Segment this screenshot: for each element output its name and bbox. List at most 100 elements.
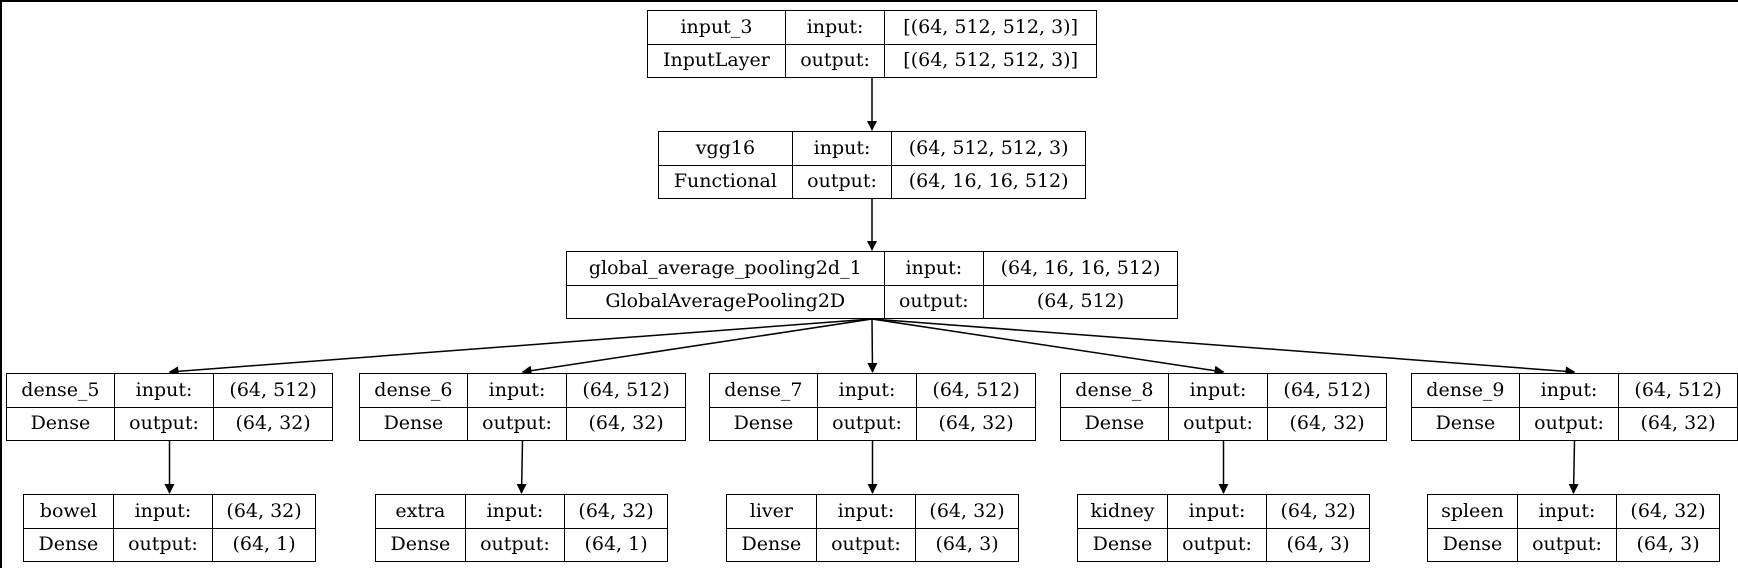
- input-label: input:: [883, 252, 985, 286]
- layer-name: dense_6: [360, 374, 468, 408]
- output-label: output:: [816, 406, 918, 440]
- layer-name: spleen: [1428, 495, 1518, 529]
- edge-gap-to-dense-7: [867, 318, 878, 373]
- edge-gap-to-dense-5: [168, 318, 873, 377]
- output-shape: (64, 32): [1618, 406, 1737, 440]
- input-label: input:: [464, 495, 566, 529]
- layer-type: Dense: [1061, 406, 1169, 440]
- edge-dense-9-to-spleen: [1568, 440, 1579, 494]
- output-label: output:: [784, 43, 886, 77]
- input-shape: (64, 512, 512, 3): [891, 132, 1085, 166]
- output-label: output:: [466, 406, 568, 440]
- input-shape: (64, 512): [213, 374, 332, 408]
- output-shape: (64, 3): [915, 527, 1018, 561]
- layer-name: input_3: [648, 11, 786, 45]
- output-shape: [(64, 512, 512, 3)]: [884, 43, 1096, 77]
- layer-type: Dense: [360, 406, 468, 440]
- edge-gap-to-dense-9: [871, 318, 1576, 377]
- output-label: output:: [1167, 406, 1269, 440]
- edge-dense-6-to-extra: [516, 440, 527, 494]
- input-shape: (64, 16, 16, 512): [983, 252, 1177, 286]
- output-label: output:: [464, 527, 566, 561]
- output-shape: (64, 512): [983, 284, 1177, 318]
- input-shape: (64, 32): [1266, 495, 1369, 529]
- input-shape: (64, 32): [1616, 495, 1719, 529]
- output-shape: (64, 32): [566, 406, 685, 440]
- input-shape: (64, 512): [566, 374, 685, 408]
- input-label: input:: [113, 374, 215, 408]
- edge-gap-to-dense-8: [871, 318, 1225, 376]
- input-shape: [(64, 512, 512, 3)]: [884, 11, 1096, 45]
- layer-name: global_average_pooling2d_1: [567, 252, 885, 286]
- output-shape: (64, 32): [916, 406, 1035, 440]
- input-shape: (64, 512): [1267, 374, 1386, 408]
- output-label: output:: [791, 164, 893, 198]
- input-label: input:: [1516, 495, 1618, 529]
- output-label: output:: [112, 527, 214, 561]
- input-shape: (64, 512): [916, 374, 1035, 408]
- layer-type: InputLayer: [648, 43, 786, 77]
- output-label: output:: [883, 284, 985, 318]
- input-label: input:: [1518, 374, 1620, 408]
- layer-type: Dense: [1078, 527, 1168, 561]
- layer-name: dense_9: [1412, 374, 1520, 408]
- output-shape: (64, 32): [1267, 406, 1386, 440]
- output-label: output:: [113, 406, 215, 440]
- layer-type: Dense: [1428, 527, 1518, 561]
- input-shape: (64, 32): [915, 495, 1018, 529]
- input-shape: (64, 32): [564, 495, 667, 529]
- input-label: input:: [791, 132, 893, 166]
- layer-name: vgg16: [659, 132, 793, 166]
- edge-gap-to-dense-6: [521, 318, 873, 376]
- layer-type: Dense: [7, 406, 115, 440]
- layer-name: liver: [727, 495, 817, 529]
- layer-type: Dense: [376, 527, 466, 561]
- output-label: output:: [1516, 527, 1618, 561]
- input-label: input:: [784, 11, 886, 45]
- output-label: output:: [815, 527, 917, 561]
- output-label: output:: [1518, 406, 1620, 440]
- input-label: input:: [816, 374, 918, 408]
- output-shape: (64, 3): [1616, 527, 1719, 561]
- layer-name: kidney: [1078, 495, 1168, 529]
- layer-type: Dense: [24, 527, 114, 561]
- input-label: input:: [815, 495, 917, 529]
- output-shape: (64, 16, 16, 512): [891, 164, 1085, 198]
- output-shape: (64, 32): [213, 406, 332, 440]
- layer-type: Dense: [1412, 406, 1520, 440]
- output-shape: (64, 1): [564, 527, 667, 561]
- layer-type: Functional: [659, 164, 793, 198]
- layer-name: bowel: [24, 495, 114, 529]
- output-label: output:: [1166, 527, 1268, 561]
- layer-type: Dense: [710, 406, 818, 440]
- layer-type: Dense: [727, 527, 817, 561]
- input-shape: (64, 512): [1618, 374, 1737, 408]
- input-label: input:: [112, 495, 214, 529]
- input-label: input:: [466, 374, 568, 408]
- input-label: input:: [1166, 495, 1268, 529]
- layer-name: extra: [376, 495, 466, 529]
- output-shape: (64, 3): [1266, 527, 1369, 561]
- layer-name: dense_8: [1061, 374, 1169, 408]
- input-shape: (64, 32): [212, 495, 315, 529]
- layer-name: dense_7: [710, 374, 818, 408]
- input-label: input:: [1167, 374, 1269, 408]
- output-shape: (64, 1): [212, 527, 315, 561]
- layer-name: dense_5: [7, 374, 115, 408]
- layer-type: GlobalAveragePooling2D: [567, 284, 885, 318]
